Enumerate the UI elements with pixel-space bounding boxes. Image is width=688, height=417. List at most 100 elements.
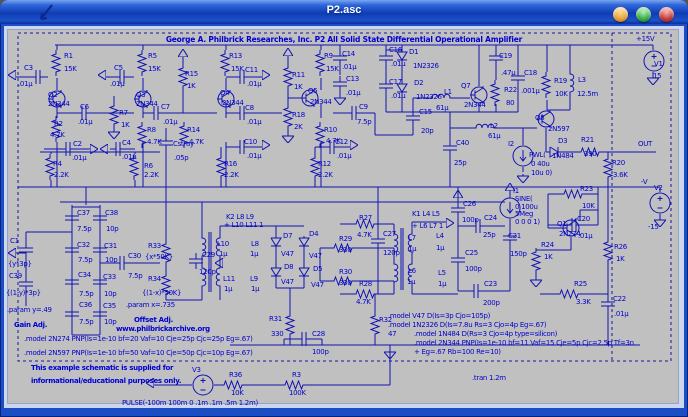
component-label[interactable]: C27 xyxy=(383,230,396,238)
component-label[interactable]: R12 xyxy=(318,160,331,168)
component-label[interactable]: 1µ xyxy=(407,278,416,286)
directive-text[interactable]: .01µ xyxy=(18,80,33,88)
maximize-button[interactable] xyxy=(636,7,651,22)
component-label[interactable]: C40 xyxy=(456,139,469,147)
component-label[interactable]: 15K xyxy=(64,65,77,73)
component-label[interactable]: L3 xyxy=(578,76,586,84)
component-label[interactable]: C20 xyxy=(577,215,590,223)
component-label[interactable]: C24 xyxy=(484,214,497,222)
component-label[interactable]: R2 xyxy=(54,120,63,128)
directive-text[interactable]: .model V47 D(Is=3p Cjo=105p) xyxy=(388,312,491,320)
directive-text[interactable]: .model 1N2326 D(Is=7.8u Rs=3 Cjo=4p Eg=.… xyxy=(388,321,547,329)
component-label[interactable]: R9 xyxy=(324,52,333,60)
component-label[interactable]: PULSE(-100m 100m 0 .1m .1m .5m 1.2m) xyxy=(122,399,258,407)
component-label[interactable]: 7.5p xyxy=(78,256,93,264)
component-label[interactable]: V47 xyxy=(281,278,294,286)
component-label[interactable]: 1N2326 xyxy=(416,93,442,101)
component-label[interactable]: C22 xyxy=(613,295,626,303)
component-label[interactable]: 2.2K xyxy=(224,171,239,179)
component-label[interactable]: OUT xyxy=(638,140,653,148)
component-label[interactable]: C12 xyxy=(335,138,348,146)
schematic-title[interactable]: George A. Philbrick Researches, Inc. P2 … xyxy=(165,35,523,44)
directive-text[interactable]: .01µ xyxy=(110,80,125,88)
component-label[interactable]: D7 xyxy=(283,232,293,240)
component-label[interactable]: 2.2K xyxy=(54,171,69,179)
component-label[interactable]: 100p xyxy=(462,216,479,224)
component-label[interactable]: 80 xyxy=(506,99,515,107)
component-label[interactable]: 390 xyxy=(584,150,597,158)
component-label[interactable]: R13 xyxy=(229,52,242,60)
component-label[interactable]: 1µ xyxy=(438,280,447,288)
directive-text[interactable]: .01µ xyxy=(78,118,93,126)
component-label[interactable]: SINE( xyxy=(515,195,533,203)
component-label[interactable]: 7.5p xyxy=(79,290,94,298)
component-label[interactable]: V1 xyxy=(654,60,663,68)
component-label[interactable]: R16 xyxy=(224,160,237,168)
component-label[interactable]: C7 xyxy=(161,103,170,111)
directive-text[interactable]: .47µ xyxy=(501,69,516,77)
component-label[interactable]: R20 xyxy=(612,159,625,167)
component-label[interactable]: 4.7K xyxy=(50,131,65,139)
component-label[interactable]: C30 xyxy=(128,252,141,260)
component-label[interactable]: 100K xyxy=(289,389,306,397)
component-label[interactable]: 7.5p xyxy=(128,272,143,280)
component-label[interactable]: Q1 xyxy=(557,220,567,228)
component-label[interactable]: 15K xyxy=(231,65,244,73)
annotation-text[interactable]: This example schematic is supplied for xyxy=(31,364,174,372)
directive-text[interactable]: .param x=.735 xyxy=(126,301,175,309)
component-label[interactable]: C33 xyxy=(103,273,116,281)
component-label[interactable]: 10K xyxy=(231,389,244,397)
component-label[interactable]: L11 xyxy=(223,275,235,283)
component-label[interactable]: Q3 xyxy=(136,91,146,99)
component-label[interactable]: 4.7K xyxy=(189,138,204,146)
component-label[interactable]: Q7 xyxy=(461,82,471,90)
component-label[interactable]: R21 xyxy=(581,136,594,144)
component-label[interactable]: 61µ xyxy=(488,132,501,140)
component-label[interactable]: C2 xyxy=(73,140,82,148)
component-label[interactable]: 1K xyxy=(121,121,130,129)
annotation-text[interactable]: Offset Adj. xyxy=(134,316,173,324)
component-label[interactable]: 4.7K xyxy=(326,137,341,145)
component-label[interactable]: C36 xyxy=(79,301,92,309)
component-label[interactable]: {(1-y)*3p} xyxy=(6,289,41,297)
directive-text[interactable]: .01µ xyxy=(346,89,361,97)
component-label[interactable]: 3.6K xyxy=(613,171,628,179)
component-label[interactable]: 4.7K xyxy=(147,138,162,146)
directive-text[interactable]: .tran 1.2m xyxy=(472,374,506,382)
directive-text[interactable]: .01µ xyxy=(72,154,87,162)
component-label[interactable]: 1µ xyxy=(251,285,260,293)
component-label[interactable]: C21 xyxy=(508,232,521,240)
component-label[interactable]: 15K xyxy=(148,65,161,73)
component-label[interactable]: 1K xyxy=(616,255,625,263)
component-label[interactable]: R14 xyxy=(187,126,200,134)
component-label[interactable]: D2 xyxy=(414,79,424,87)
directive-text[interactable]: .01µ xyxy=(578,232,593,240)
component-label[interactable]: 2.2K xyxy=(144,171,159,179)
component-label[interactable]: C5 xyxy=(114,64,123,72)
component-label[interactable]: R26 xyxy=(614,243,627,251)
component-label[interactable]: R27 xyxy=(359,214,372,222)
component-label[interactable]: 7.5p xyxy=(357,118,372,126)
component-label[interactable]: R29 xyxy=(339,235,352,243)
component-label[interactable]: R33 xyxy=(148,242,161,250)
component-label[interactable]: C34 xyxy=(78,271,91,279)
component-label[interactable]: 7.5p xyxy=(77,225,92,233)
component-label[interactable]: 330 xyxy=(339,246,352,254)
component-label[interactable]: C38 xyxy=(105,209,118,217)
component-label[interactable]: I2 xyxy=(508,140,514,148)
directive-text[interactable]: .01µ xyxy=(247,80,262,88)
component-label[interactable]: K2 L8 L9 xyxy=(226,213,254,221)
close-button[interactable] xyxy=(659,7,674,22)
component-label[interactable]: 10K xyxy=(582,202,595,210)
component-label[interactable]: L7 xyxy=(408,234,416,242)
component-label[interactable]: 10p xyxy=(105,256,118,264)
component-label[interactable]: C1 xyxy=(10,237,19,245)
component-label[interactable]: C9 xyxy=(359,103,368,111)
component-label[interactable]: R19 xyxy=(554,77,567,85)
component-label[interactable]: -15 xyxy=(648,223,659,231)
component-label[interactable]: 10p xyxy=(104,318,117,326)
component-label[interactable]: 330 xyxy=(339,279,352,287)
component-label[interactable]: C17 xyxy=(389,78,402,86)
component-label[interactable]: C35 xyxy=(103,302,116,310)
component-label[interactable]: 12.5m xyxy=(577,90,598,98)
